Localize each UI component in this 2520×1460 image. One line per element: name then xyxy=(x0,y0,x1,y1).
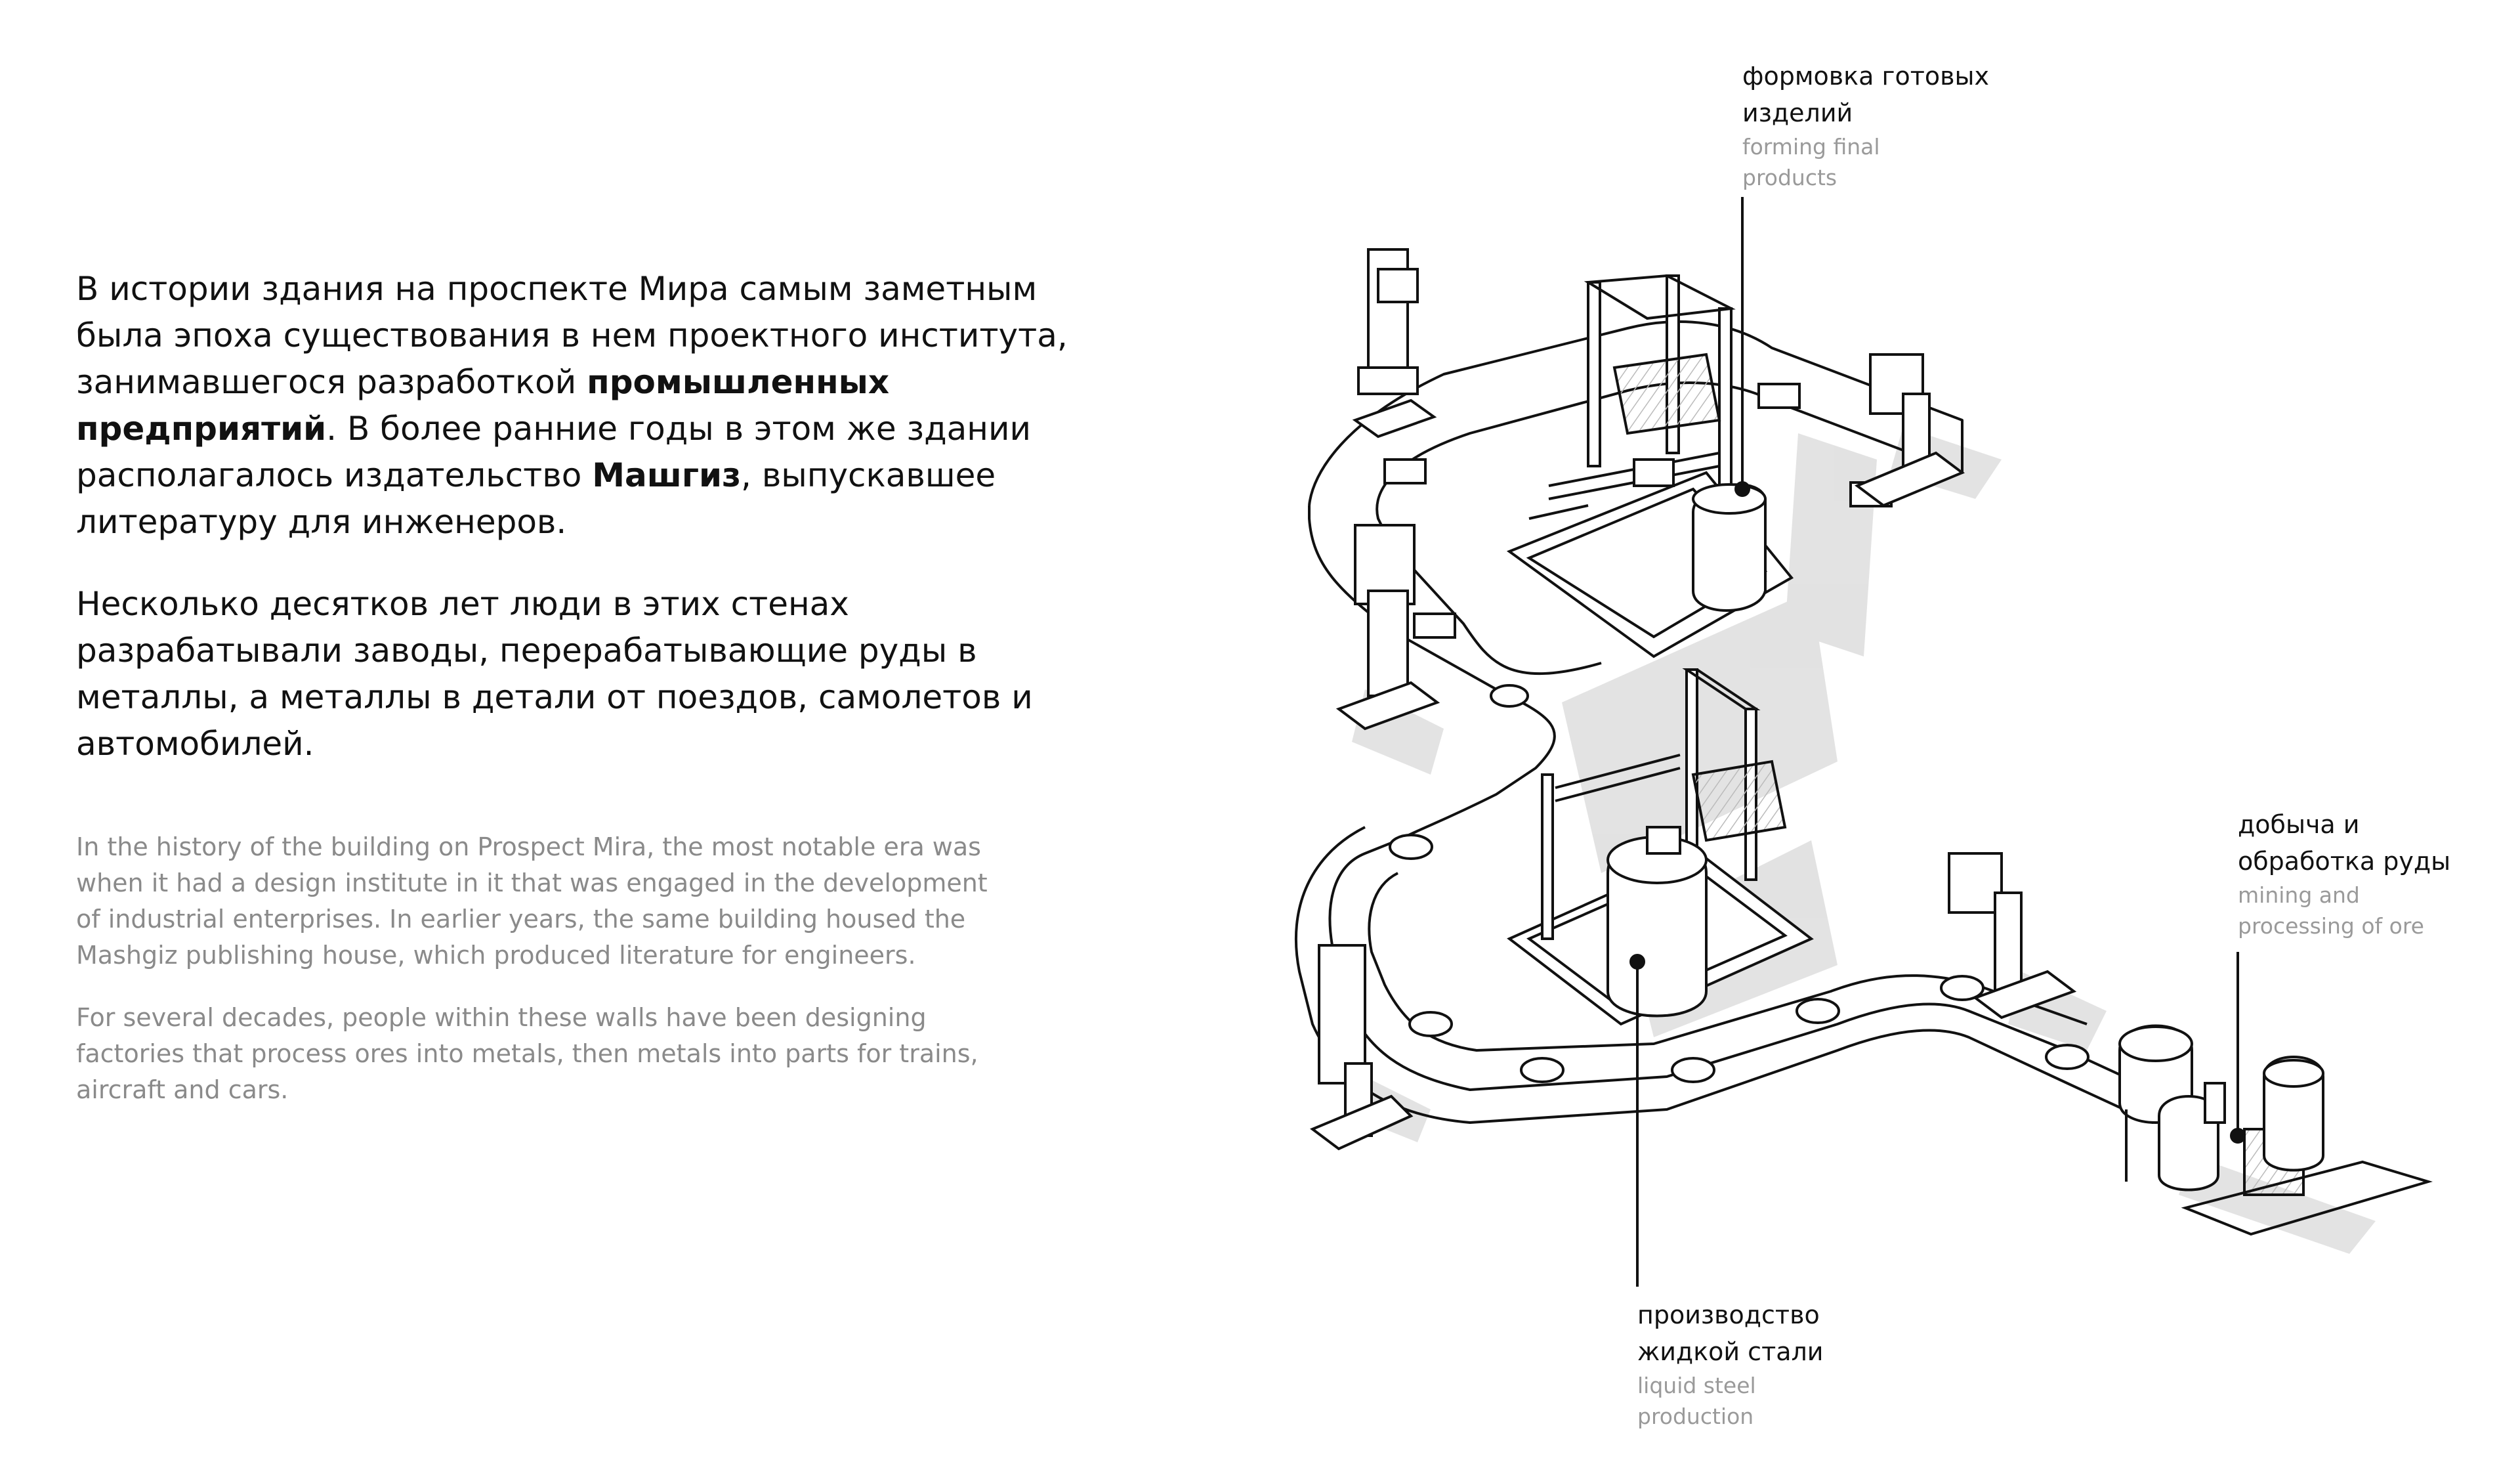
label-steel-ru-line-1: производство xyxy=(1637,1300,1820,1329)
ore-processing-tanks xyxy=(2118,1024,2433,1236)
robot-arms xyxy=(1310,248,2077,1151)
steel-production-machine-lower xyxy=(1507,668,1814,1026)
intro-en-paragraph-1: In the history of the building on Prospe… xyxy=(76,832,988,970)
label-liquid-steel-production: производство жидкой стали liquid steel p… xyxy=(1637,1297,1823,1432)
label-forming-ru-line-1: формовка готовых xyxy=(1742,62,1989,91)
label-mining-processing-ore: добыча и обработка руды mining and proce… xyxy=(2238,806,2450,941)
intro-ru-paragraph-1: В истории здания на проспекте Мира самым… xyxy=(76,270,1068,541)
intro-en-paragraph-2: For several decades, people within these… xyxy=(76,1003,978,1104)
label-forming-en-line-2: products xyxy=(1742,165,1838,190)
drop-shadows xyxy=(1352,427,2376,1254)
label-mining-en-line-1: mining and xyxy=(2238,882,2360,908)
highlight-industrial-enterprises: промышленных предприятий xyxy=(76,363,890,448)
belt-stations xyxy=(1383,383,2090,1083)
intro-text-ru: В истории здания на проспекте Мира самым… xyxy=(76,266,1074,767)
label-steel-ru-line-2: жидкой стали xyxy=(1637,1337,1824,1366)
label-steel-en-line-1: liquid steel xyxy=(1637,1373,1756,1398)
callout-leaders xyxy=(1629,197,2246,1287)
label-steel-en-line-2: production xyxy=(1637,1404,1754,1429)
label-mining-ru-line-1: добыча и xyxy=(2238,810,2360,839)
label-forming-final-products: формовка готовых изделий forming final p… xyxy=(1742,58,1989,193)
intro-text-en: In the history of the building on Prospe… xyxy=(76,829,995,1108)
intro-ru-paragraph-2: Несколько десятков лет люди в этих стена… xyxy=(76,585,1033,763)
label-mining-en-line-2: processing of ore xyxy=(2238,913,2424,939)
forming-machine-upper xyxy=(1506,274,1794,658)
label-forming-ru-line-2: изделий xyxy=(1742,98,1853,127)
label-forming-en-line-1: forming final xyxy=(1742,134,1880,160)
label-mining-ru-line-2: обработка руды xyxy=(2238,847,2451,876)
highlight-mashgiz: Машгиз xyxy=(592,456,742,494)
